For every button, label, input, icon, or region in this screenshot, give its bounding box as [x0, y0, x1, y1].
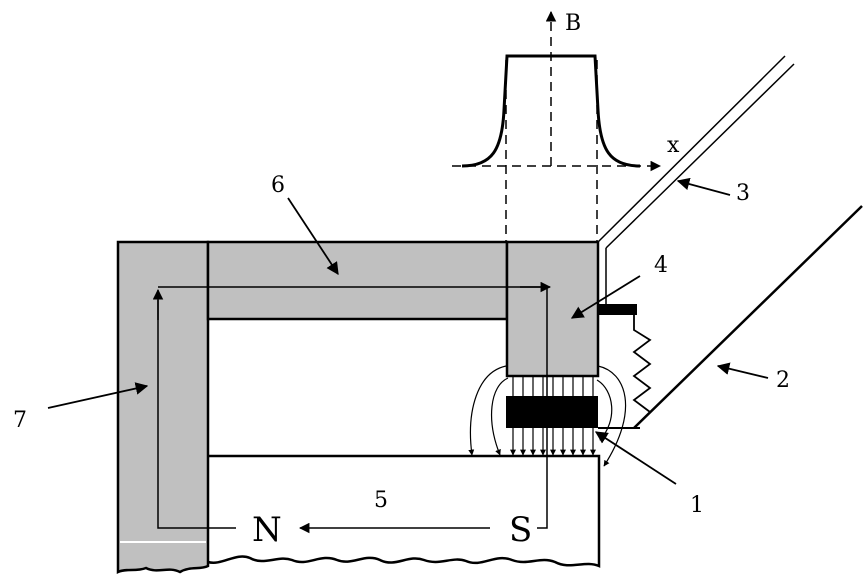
callout-3-label: 3 [736, 181, 750, 206]
north-pole-label: N [252, 510, 282, 550]
b-axis-label: B [565, 11, 581, 36]
callout-6-label: 6 [271, 173, 285, 198]
plate-3-outer [597, 55, 786, 243]
fringe-line-right-inner [596, 379, 613, 441]
flux-line-return [157, 300, 236, 529]
magnetic-core [116, 240, 600, 575]
spring-mount [598, 304, 652, 429]
leader-1 [594, 431, 677, 485]
x-axis-label: x [667, 133, 680, 158]
leader-7 [47, 382, 149, 409]
leader-2 [716, 362, 769, 379]
mount-bracket [598, 304, 637, 315]
callout-1-label: 1 [690, 493, 704, 518]
plate-2 [633, 205, 863, 429]
leader-3 [676, 177, 731, 196]
flux-path [152, 281, 552, 534]
callout-7-label: 7 [13, 408, 27, 433]
callout-2-label: 2 [776, 368, 790, 393]
plate-3-inner [605, 63, 795, 249]
callout-5-label: 5 [374, 488, 388, 513]
fringe-line-left-inner [490, 377, 509, 456]
inclined-plates [597, 55, 863, 429]
fringe-line-left-outer [468, 365, 507, 456]
callout-4-label: 4 [654, 253, 668, 278]
pole-piece-4 [505, 240, 600, 378]
leader-6 [287, 197, 339, 276]
base-block-outline [207, 454, 601, 568]
sensor-coil-1 [506, 396, 598, 428]
fringe-line-right-outer [597, 365, 627, 467]
spring [632, 315, 652, 423]
field-profile-curve [461, 54, 641, 168]
field-profile-plot: B x [452, 10, 680, 242]
core-yoke-6 [206, 240, 509, 321]
leader-4 [570, 275, 641, 319]
core-leg-7 [116, 240, 210, 575]
callouts [47, 177, 769, 485]
flux-line-down [537, 287, 548, 529]
south-pole-label: S [509, 510, 532, 550]
base-block-5: 5 [207, 454, 601, 568]
